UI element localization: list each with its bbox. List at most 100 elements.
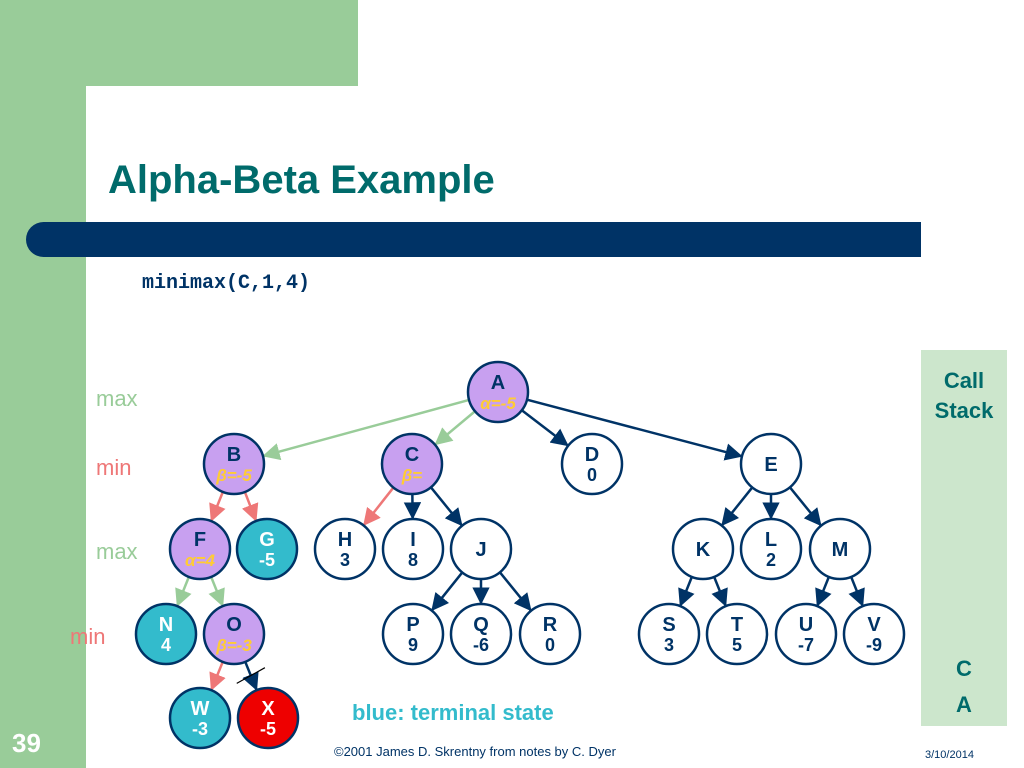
- node-label: S: [662, 614, 675, 636]
- node-circle: [168, 686, 232, 750]
- tree-node-N: N4: [134, 602, 198, 666]
- node-circle: [236, 686, 300, 750]
- edge-A-E: [526, 398, 743, 461]
- tree-node-T: T5: [705, 602, 769, 666]
- node-value: 4: [161, 635, 171, 655]
- level-label-max: max: [96, 539, 138, 564]
- tree-node-E: E: [739, 432, 803, 496]
- footer-date: 3/10/2014: [925, 749, 974, 761]
- call-stack-title-line1: Call: [943, 368, 985, 393]
- node-circle: [466, 360, 530, 424]
- node-value: 3: [664, 635, 674, 655]
- node-label: L: [765, 529, 777, 551]
- level-label-max: max: [96, 386, 138, 411]
- node-circle: [134, 602, 198, 666]
- node-circle: [671, 517, 735, 581]
- level-label-min: min: [70, 624, 105, 649]
- node-circle: [808, 517, 872, 581]
- node-label: H: [338, 529, 352, 551]
- node-value: 9: [408, 635, 418, 655]
- call-stack-title-line2: Stack: [934, 398, 994, 423]
- edge-B-G: [241, 491, 259, 522]
- tree-node-O: Oβ=-3: [202, 602, 266, 666]
- node-value: α=4: [185, 551, 215, 570]
- tree-node-A: Aα=-5: [466, 360, 530, 424]
- node-value: 8: [408, 550, 418, 570]
- node-circle: [774, 602, 838, 666]
- tree-node-W: W-3: [168, 686, 232, 750]
- node-label: F: [194, 529, 206, 551]
- node-circle: [202, 432, 266, 496]
- tree-node-X: X-5: [236, 686, 300, 750]
- node-label: W: [191, 698, 210, 720]
- node-circle: [449, 602, 513, 666]
- edge-E-K: [721, 486, 754, 527]
- edge-K-S: [678, 576, 695, 607]
- node-label: K: [696, 539, 711, 561]
- legend-text: blue: terminal state: [352, 700, 554, 725]
- edge-K-T: [711, 576, 728, 607]
- node-label: I: [410, 529, 416, 551]
- edge-C-J: [429, 486, 463, 527]
- level-label-min: min: [96, 455, 131, 480]
- node-circle: [705, 602, 769, 666]
- code-call: minimax(C,1,4): [142, 272, 311, 295]
- call-stack-title: Call Stack: [921, 366, 1007, 426]
- node-label: C: [405, 444, 419, 466]
- node-label: G: [259, 529, 275, 551]
- edge-M-U: [815, 576, 832, 607]
- node-value: -5: [259, 550, 275, 570]
- node-value: -9: [866, 635, 882, 655]
- edge-F-N: [175, 576, 192, 607]
- node-value: -5: [260, 719, 276, 739]
- node-value: -7: [798, 635, 814, 655]
- tree-node-F: Fα=4: [168, 517, 232, 581]
- call-stack-panel: Call Stack C A: [921, 350, 1007, 726]
- node-circle: [168, 517, 232, 581]
- edge-F-O: [208, 576, 225, 607]
- tree-node-D: D0: [560, 432, 624, 496]
- edge-A-D: [521, 409, 569, 447]
- node-value: α=-5: [480, 394, 516, 413]
- title-underline-bar: [26, 222, 921, 257]
- tree-node-P: P9: [381, 602, 445, 666]
- footer-credit: ©2001 James D. Skrentny from notes by C.…: [334, 744, 616, 759]
- node-value: 5: [732, 635, 742, 655]
- tree-node-H: H3: [313, 517, 377, 581]
- node-value: -3: [192, 719, 208, 739]
- tree-node-C: Cβ=: [380, 432, 444, 496]
- node-circle: [560, 432, 624, 496]
- edge-O-W: [209, 661, 226, 691]
- node-value: 0: [545, 635, 555, 655]
- node-circle: [235, 517, 299, 581]
- node-circle: [637, 602, 701, 666]
- top-decor-band: [0, 0, 358, 86]
- tree-node-I: I8: [381, 517, 445, 581]
- slide-title: Alpha-Beta Example: [108, 158, 495, 202]
- tree-node-G: G-5: [235, 517, 299, 581]
- node-label: P: [406, 614, 419, 636]
- node-label: Q: [473, 614, 489, 636]
- tree-node-U: U-7: [774, 602, 838, 666]
- edge-A-B: [262, 398, 470, 461]
- node-circle: [380, 432, 444, 496]
- node-label: D: [585, 444, 599, 466]
- node-label: A: [491, 372, 505, 394]
- tree-node-R: R0: [518, 602, 582, 666]
- node-circle: [739, 517, 803, 581]
- node-label: M: [832, 539, 849, 561]
- node-value: 0: [587, 465, 597, 485]
- tree-node-V: V-9: [842, 602, 906, 666]
- node-circle: [842, 602, 906, 666]
- node-label: O: [226, 614, 242, 636]
- tree-node-M: M: [808, 517, 872, 581]
- node-value: β=: [401, 466, 423, 485]
- tree-node-K: K: [671, 517, 735, 581]
- node-circle: [518, 602, 582, 666]
- node-circle: [449, 517, 513, 581]
- node-circle: [739, 432, 803, 496]
- node-circle: [313, 517, 377, 581]
- node-label: U: [799, 614, 813, 636]
- tree-node-L: L2: [739, 517, 803, 581]
